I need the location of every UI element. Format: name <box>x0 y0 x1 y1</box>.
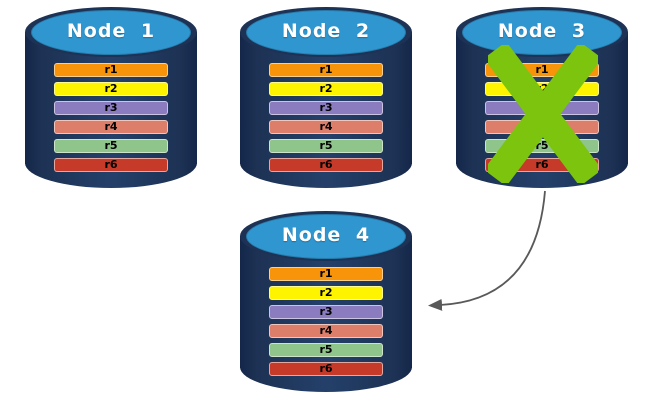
node-1-cylinder: Node 1 r1 r2 r3 r4 r5 r6 <box>25 7 197 188</box>
node-4-records: r1 r2 r3 r4 r5 r6 <box>269 267 383 376</box>
record-bar-r6: r6 <box>269 362 383 376</box>
record-bar-r2: r2 <box>269 82 383 96</box>
cylinder-top-face <box>246 214 406 259</box>
node-2-cylinder: Node 2 r1 r2 r3 r4 r5 r6 <box>240 7 412 188</box>
node-2-records: r1 r2 r3 r4 r5 r6 <box>269 63 383 172</box>
record-bar-r3: r3 <box>269 101 383 115</box>
record-bar-r5: r5 <box>54 139 168 153</box>
node-1-records: r1 r2 r3 r4 r5 r6 <box>54 63 168 172</box>
record-bar-r3: r3 <box>54 101 168 115</box>
record-bar-r6: r6 <box>269 158 383 172</box>
record-bar-r6: r6 <box>54 158 168 172</box>
node-2-title: Node 2 <box>281 20 371 42</box>
record-bar-r1: r1 <box>269 63 383 77</box>
record-bar-r3: r3 <box>269 305 383 319</box>
node-1-title: Node 1 <box>66 20 156 42</box>
record-bar-r4: r4 <box>269 324 383 338</box>
cylinder-top-face <box>462 10 622 55</box>
cylinder-top-face <box>31 10 191 55</box>
record-bar-r2: r2 <box>54 82 168 96</box>
failure-x-icon <box>488 45 598 183</box>
record-bar-r1: r1 <box>54 63 168 77</box>
node-4-cylinder: Node 4 r1 r2 r3 r4 r5 r6 <box>240 211 412 392</box>
record-bar-r4: r4 <box>54 120 168 134</box>
record-bar-r5: r5 <box>269 139 383 153</box>
record-bar-r2: r2 <box>269 286 383 300</box>
node-4-title: Node 4 <box>281 224 371 246</box>
node-3-title: Node 3 <box>497 20 587 42</box>
record-bar-r4: r4 <box>269 120 383 134</box>
record-bar-r1: r1 <box>269 267 383 281</box>
record-bar-r5: r5 <box>269 343 383 357</box>
cylinder-top-face <box>246 10 406 55</box>
